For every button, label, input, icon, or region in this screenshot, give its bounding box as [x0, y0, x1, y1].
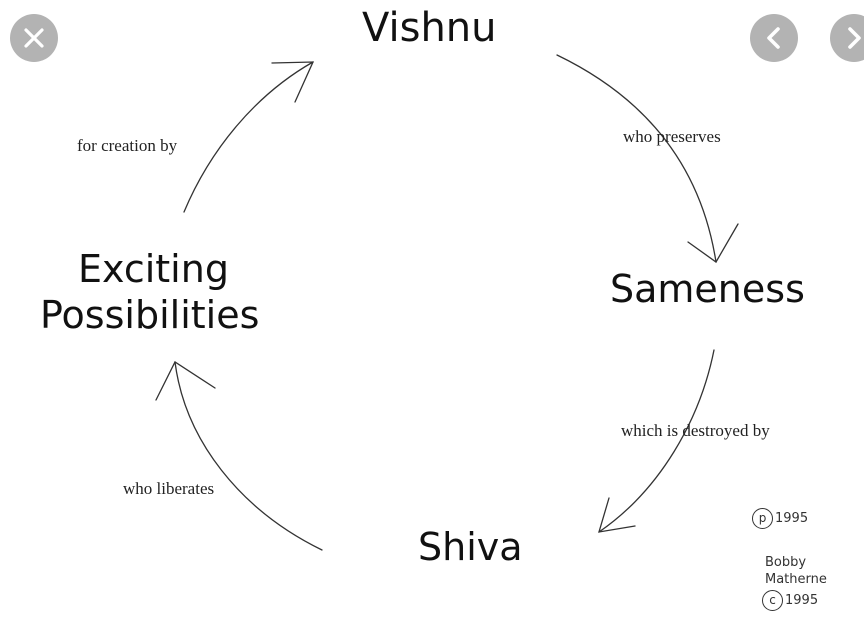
node-possibilities-line2: Possibilities	[40, 293, 260, 337]
chevron-right-icon	[848, 27, 861, 49]
c-year: 1995	[785, 593, 819, 608]
arrow-vishnu-to-sameness	[556, 54, 717, 263]
node-shiva: Shiva	[418, 525, 523, 569]
edge-label-creation: for creation by	[77, 136, 178, 155]
close-button[interactable]	[10, 14, 58, 62]
close-icon	[24, 28, 44, 48]
node-possibilities-line1: Exciting	[78, 247, 229, 291]
credit-author-line2: Matherne	[765, 572, 827, 587]
edge-label-liberates: who liberates	[123, 479, 215, 498]
arrowhead-vishnu	[271, 61, 315, 103]
arrow-possibilities-to-vishnu	[183, 61, 314, 213]
arrowhead-possibilities	[155, 361, 216, 401]
arrow-sameness-to-shiva	[598, 349, 715, 533]
edge-label-preserves: who preserves	[623, 127, 721, 146]
arrow-shiva-to-possibilities	[174, 361, 323, 551]
arrowhead-sameness	[687, 223, 739, 263]
next-button[interactable]	[830, 14, 864, 62]
p-circle-symbol: p	[752, 508, 773, 529]
node-sameness: Sameness	[610, 267, 805, 311]
previous-button[interactable]	[750, 14, 798, 62]
p-year: 1995	[775, 511, 809, 526]
arrowhead-shiva	[598, 497, 636, 533]
c-circle-symbol: c	[762, 590, 783, 611]
node-vishnu: Vishnu	[362, 5, 497, 51]
edge-label-destroyed: which is destroyed by	[621, 421, 770, 440]
credit-author-line1: Bobby	[765, 555, 807, 570]
chevron-left-icon	[767, 27, 780, 49]
